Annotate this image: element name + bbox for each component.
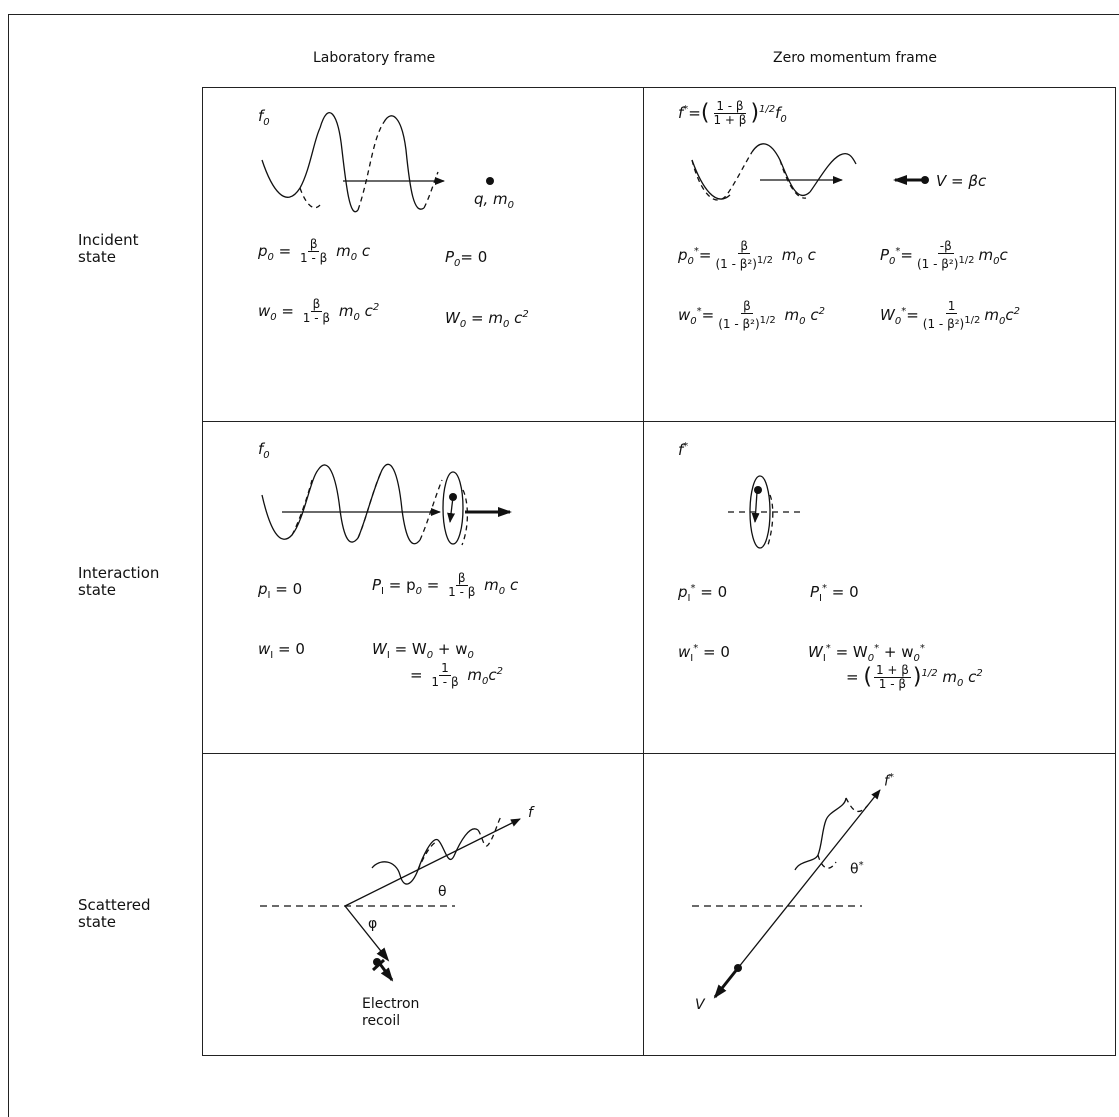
zm-scattered-theta-star: θ* (850, 860, 864, 878)
lab-scattered-phi: φ (368, 916, 378, 932)
table-grid (202, 87, 1116, 1056)
lab-scattered-theta: θ (438, 884, 447, 900)
zm-incident-wave (691, 143, 857, 201)
lab-interaction-wave (261, 463, 469, 546)
lab-scattered-electron (373, 958, 381, 966)
zm-w0s-eq: w0*=β(1 - β²)1/2 m0 c2 (678, 299, 825, 331)
lab-wI-eq: wI = 0 (258, 640, 305, 661)
zm-scattered-electron-arrow (713, 967, 740, 999)
lab-electron-recoil-label: Electron recoil (362, 996, 420, 1029)
header-zero-momentum-frame: Zero momentum frame (773, 50, 937, 66)
lab-incident-charge-mass: q, m0 (474, 190, 515, 211)
lab-incident-electron (486, 177, 494, 185)
column-divider (643, 87, 644, 1056)
lab-pI-eq: pI = 0 (258, 580, 303, 601)
header-laboratory-frame: Laboratory frame (313, 50, 436, 66)
zm-interaction-orbit (728, 475, 805, 549)
lab-incident-f0: f0 (258, 107, 270, 128)
lab-incident-wave (261, 112, 439, 213)
zm-wIs-eq: wI* = 0 (678, 643, 730, 664)
lab-scattered-f: f (528, 805, 533, 821)
lab-interaction-f0: f0 (258, 440, 270, 461)
zm-scattered-fstar: f* (884, 772, 894, 790)
lab-WI-eq: WI = W0 + w0 (372, 640, 474, 661)
zm-scattered-V: V (695, 997, 705, 1013)
zm-scattered-diagram (692, 789, 881, 969)
zm-incident-electron (921, 176, 929, 184)
zm-pIs-eq: pI* = 0 (678, 583, 728, 604)
figure-border (8, 14, 1119, 1117)
zm-interaction-fstar: f* (678, 441, 689, 459)
zm-p0s-eq: p0*=β(1 - β²)1/2 m0 c (678, 239, 816, 271)
zm-interaction-electron (754, 486, 762, 494)
zm-PIs-eq: PI* = 0 (810, 583, 859, 604)
zm-WIs-eq: WI* = W0* + w0* (808, 643, 925, 664)
zm-V-label: V = βc (936, 172, 987, 190)
row-divider-2 (202, 753, 1116, 754)
lab-scattered-diagram (260, 814, 521, 972)
row-divider-1 (202, 421, 1116, 422)
zm-scattered-electron (734, 964, 742, 972)
lab-P0-eq: P0= 0 (445, 248, 488, 269)
lab-W0-eq: W0 = m0 c2 (445, 309, 529, 330)
